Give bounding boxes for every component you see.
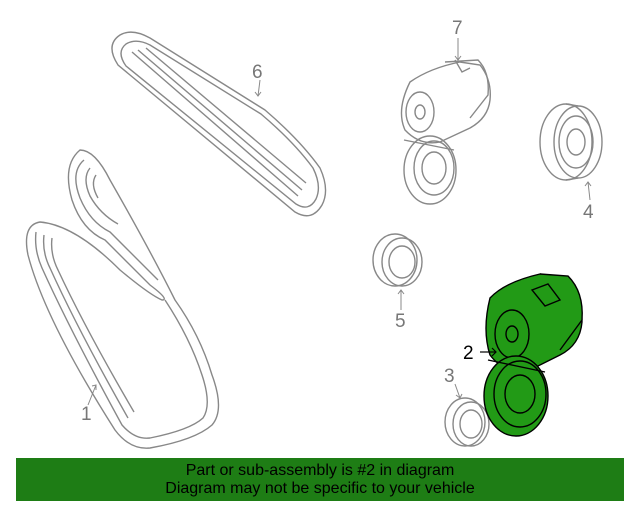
part-2-tensioner-highlighted[interactable] (483, 273, 583, 437)
part-3-cap[interactable] (444, 397, 490, 447)
callout-3: 3 (444, 366, 455, 387)
part-7-tensioner[interactable] (400, 59, 491, 205)
part-5-cap[interactable] (372, 233, 423, 287)
part-4-pulley[interactable] (539, 103, 603, 181)
notice-banner: Part or sub-assembly is #2 in diagram Di… (16, 458, 624, 501)
part-6-belt[interactable] (111, 31, 327, 217)
banner-line-1: Part or sub-assembly is #2 in diagram (185, 462, 455, 479)
callout-1: 1 (81, 404, 92, 425)
banner-line-2: Diagram may not be specific to your vehi… (165, 480, 475, 497)
callout-5: 5 (395, 311, 406, 332)
callout-7: 7 (452, 18, 463, 39)
part-1-belt[interactable] (25, 149, 220, 449)
callout-2: 2 (463, 343, 474, 364)
callout-leaders (87, 38, 592, 406)
callout-4: 4 (583, 202, 594, 223)
callout-6: 6 (252, 62, 263, 83)
callout-2-leader (480, 347, 497, 357)
